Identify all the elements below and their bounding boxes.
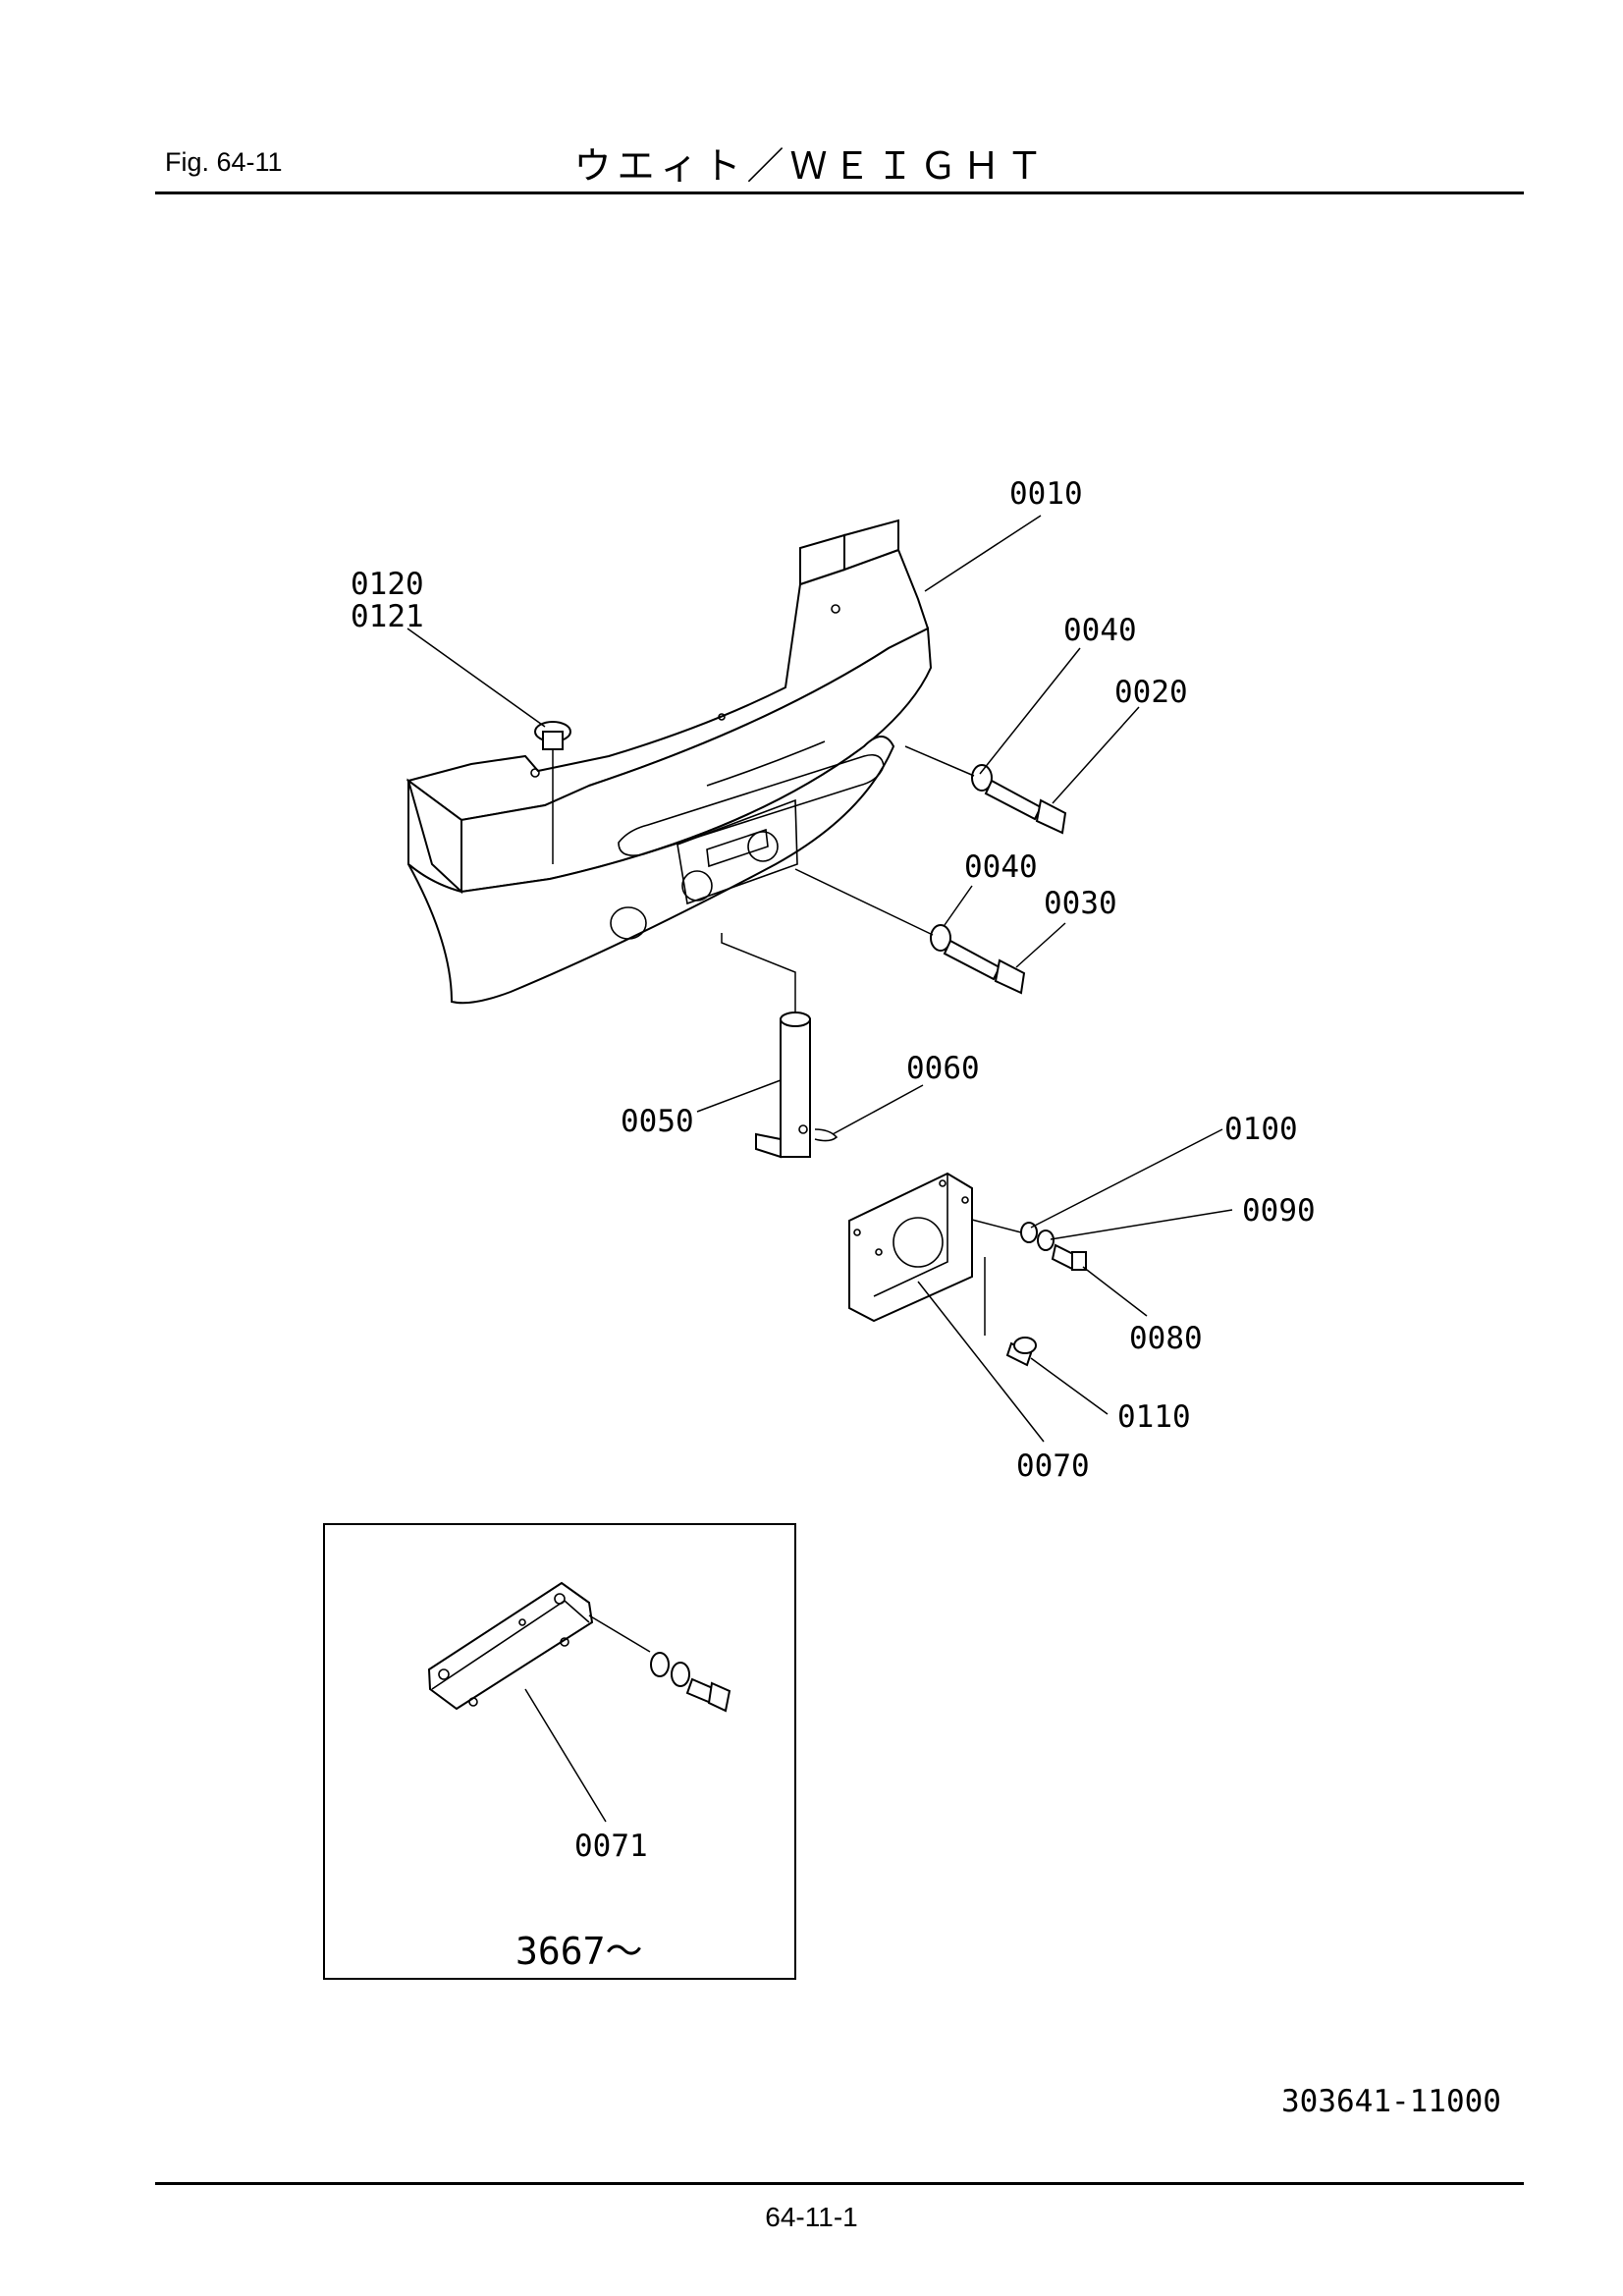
counterweight xyxy=(406,519,933,1005)
leader-lines xyxy=(406,515,1233,1443)
bolt-0020-assembly xyxy=(904,745,1067,835)
callout-0030: 0030 xyxy=(1044,886,1117,921)
callout-0060: 0060 xyxy=(906,1051,980,1086)
footer-rule xyxy=(155,2182,1524,2185)
bolt-0030-assembly xyxy=(794,868,1026,995)
bolt-0080 xyxy=(1051,1243,1087,1271)
clip-part xyxy=(814,1128,839,1142)
serial-note: 3667～ xyxy=(515,1930,643,1973)
bracket-0071 xyxy=(427,1581,594,1711)
page-number: 64-11-1 xyxy=(765,2202,858,2232)
bracket-0070 xyxy=(848,1172,1022,1336)
callout-0071: 0071 xyxy=(574,1829,648,1864)
lockwasher-0090 xyxy=(1037,1230,1055,1251)
inset-panel: 0071 3667～ xyxy=(323,1523,796,1980)
pin-part xyxy=(721,933,811,1159)
callout-0121: 0121 xyxy=(351,599,424,634)
callout-0120: 0120 xyxy=(351,567,424,602)
bolt-0110 xyxy=(1005,1337,1037,1367)
callout-0040-lower: 0040 xyxy=(964,849,1038,885)
washer-0100 xyxy=(1020,1222,1038,1243)
drawing-number: 303641-11000 xyxy=(1281,2084,1501,2119)
callout-0040-upper: 0040 xyxy=(1063,613,1137,648)
page-title: ウエィト／ＷＥＩＧＨＴ xyxy=(573,144,1050,188)
figure-label: Fig. 64-11 xyxy=(165,147,283,177)
callout-0080: 0080 xyxy=(1129,1321,1203,1356)
callout-0090: 0090 xyxy=(1242,1193,1316,1229)
callout-0110: 0110 xyxy=(1117,1399,1191,1435)
callout-0100: 0100 xyxy=(1224,1112,1298,1147)
callout-0050: 0050 xyxy=(621,1104,694,1139)
callout-0020: 0020 xyxy=(1114,675,1188,710)
callout-0010: 0010 xyxy=(1009,476,1083,512)
callout-0070: 0070 xyxy=(1016,1449,1090,1484)
header-rule xyxy=(155,191,1524,194)
